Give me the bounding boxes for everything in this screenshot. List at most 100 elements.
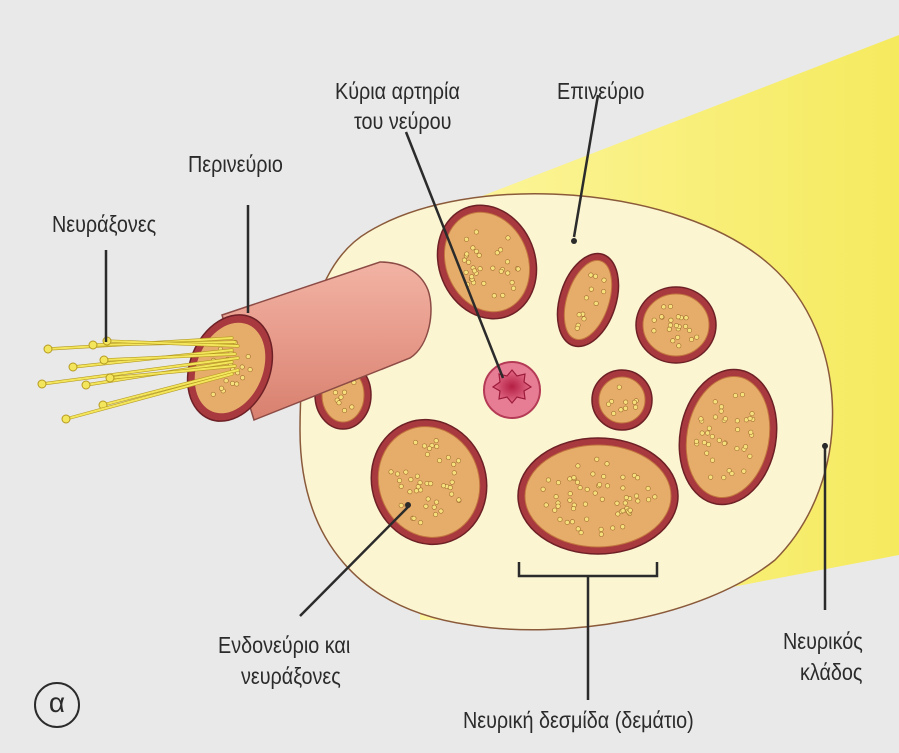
axon-dot: [628, 508, 632, 512]
axon-dot: [621, 525, 625, 529]
axon-dot: [619, 408, 623, 412]
axon-dot: [576, 464, 580, 468]
axon-dot: [240, 376, 244, 380]
axon-dot: [575, 480, 579, 484]
axon-dot: [669, 318, 673, 322]
axon-dot: [634, 494, 638, 498]
axon-dot: [602, 474, 606, 478]
label-endoneurium-line1: Ενδονεύριο και: [218, 631, 350, 659]
axon-dot: [684, 316, 688, 320]
axon-dot: [597, 483, 601, 487]
axon-tip: [62, 415, 70, 423]
axon-dot: [695, 335, 699, 339]
axon-dot: [585, 517, 589, 521]
axon-dot: [674, 323, 678, 327]
axon-dot: [659, 315, 663, 319]
label-main-artery-line1: Κύρια αρτηρία: [335, 77, 460, 105]
axon-dot: [623, 406, 627, 410]
axon-dot: [544, 503, 548, 507]
axon-dot: [558, 517, 562, 521]
axon-dot: [583, 502, 587, 506]
axon-dot: [572, 475, 576, 479]
label-nerve-branch-line2: κλάδος: [800, 658, 862, 686]
axon-dot: [600, 497, 604, 501]
axon-dot: [621, 486, 625, 490]
axon-dot: [683, 324, 687, 328]
axon-dot: [342, 408, 346, 412]
axon-dot: [578, 485, 582, 489]
axon-tip: [69, 363, 77, 371]
label-axons: Νευράξονες: [52, 210, 156, 238]
axon-dot: [667, 327, 671, 331]
axon-dot: [652, 318, 656, 322]
axon-dot: [616, 512, 620, 516]
axon-dot: [653, 495, 657, 499]
axon-dot: [676, 335, 680, 339]
axon-dot: [599, 527, 603, 531]
axon-dot: [556, 504, 560, 508]
axon-dot: [593, 491, 597, 495]
axon-dot: [337, 401, 341, 405]
axon-tip: [100, 356, 108, 364]
axon-dot: [632, 400, 636, 404]
axon-dot: [224, 379, 228, 383]
axon-dot: [623, 501, 627, 505]
axon-dot: [591, 472, 595, 476]
axon-dot: [556, 480, 560, 484]
axon-dot: [615, 501, 619, 505]
axon-dot: [636, 499, 640, 503]
axon-dot: [339, 395, 343, 399]
axon-dot: [687, 328, 691, 332]
axon-dot: [248, 367, 252, 371]
axon-dot: [617, 385, 621, 389]
axon-tip: [38, 380, 46, 388]
label-endoneurium-line2: νευράξονες: [241, 662, 341, 690]
axon-dot: [333, 390, 337, 394]
axon-dot: [576, 527, 580, 531]
axon-dot: [611, 526, 615, 530]
axon-dot: [211, 392, 215, 396]
axon-dot: [541, 487, 545, 491]
axon-dot: [668, 304, 672, 308]
axon-dot: [621, 475, 625, 479]
axon-dot: [662, 305, 666, 309]
axon-dot: [546, 478, 550, 482]
axon-dot: [624, 495, 628, 499]
axon-dot: [599, 532, 603, 536]
label-perineurium: Περινεύριο: [188, 150, 283, 178]
axon-dot: [676, 315, 680, 319]
axon-dot: [612, 411, 616, 415]
axon-dot: [568, 477, 572, 481]
main-artery: [484, 362, 540, 418]
fascicle: [636, 287, 716, 363]
axon-dot: [621, 509, 625, 513]
axon-dot: [689, 337, 693, 341]
axon-dot: [565, 520, 569, 524]
axon-dot: [633, 405, 637, 409]
fascicle: [518, 438, 678, 554]
axon-dot: [230, 381, 234, 385]
axon-tip: [106, 374, 114, 382]
axon-dot: [646, 486, 650, 490]
axon-dot: [246, 354, 250, 358]
axon-dot: [652, 329, 656, 333]
label-nerve-branch-line1: Νευρικός: [783, 627, 863, 655]
axon-dot: [624, 400, 628, 404]
axon-dot: [668, 323, 672, 327]
axon-dot: [635, 476, 639, 480]
label-main-artery-line2: του νεύρου: [354, 107, 451, 135]
axon-dot: [553, 508, 557, 512]
axon-dot: [235, 382, 239, 386]
fascicle: [592, 370, 652, 430]
axon-dot: [570, 520, 574, 524]
axon-dot: [671, 339, 675, 343]
axon-dot: [568, 498, 572, 502]
axon-tip: [89, 341, 97, 349]
axon-tip: [44, 345, 52, 353]
label-epineurium: Επινεύριο: [557, 77, 644, 105]
axon-dot: [571, 506, 575, 510]
axon-dot: [554, 494, 558, 498]
axon-dot: [579, 530, 583, 534]
axon-dot: [585, 487, 589, 491]
